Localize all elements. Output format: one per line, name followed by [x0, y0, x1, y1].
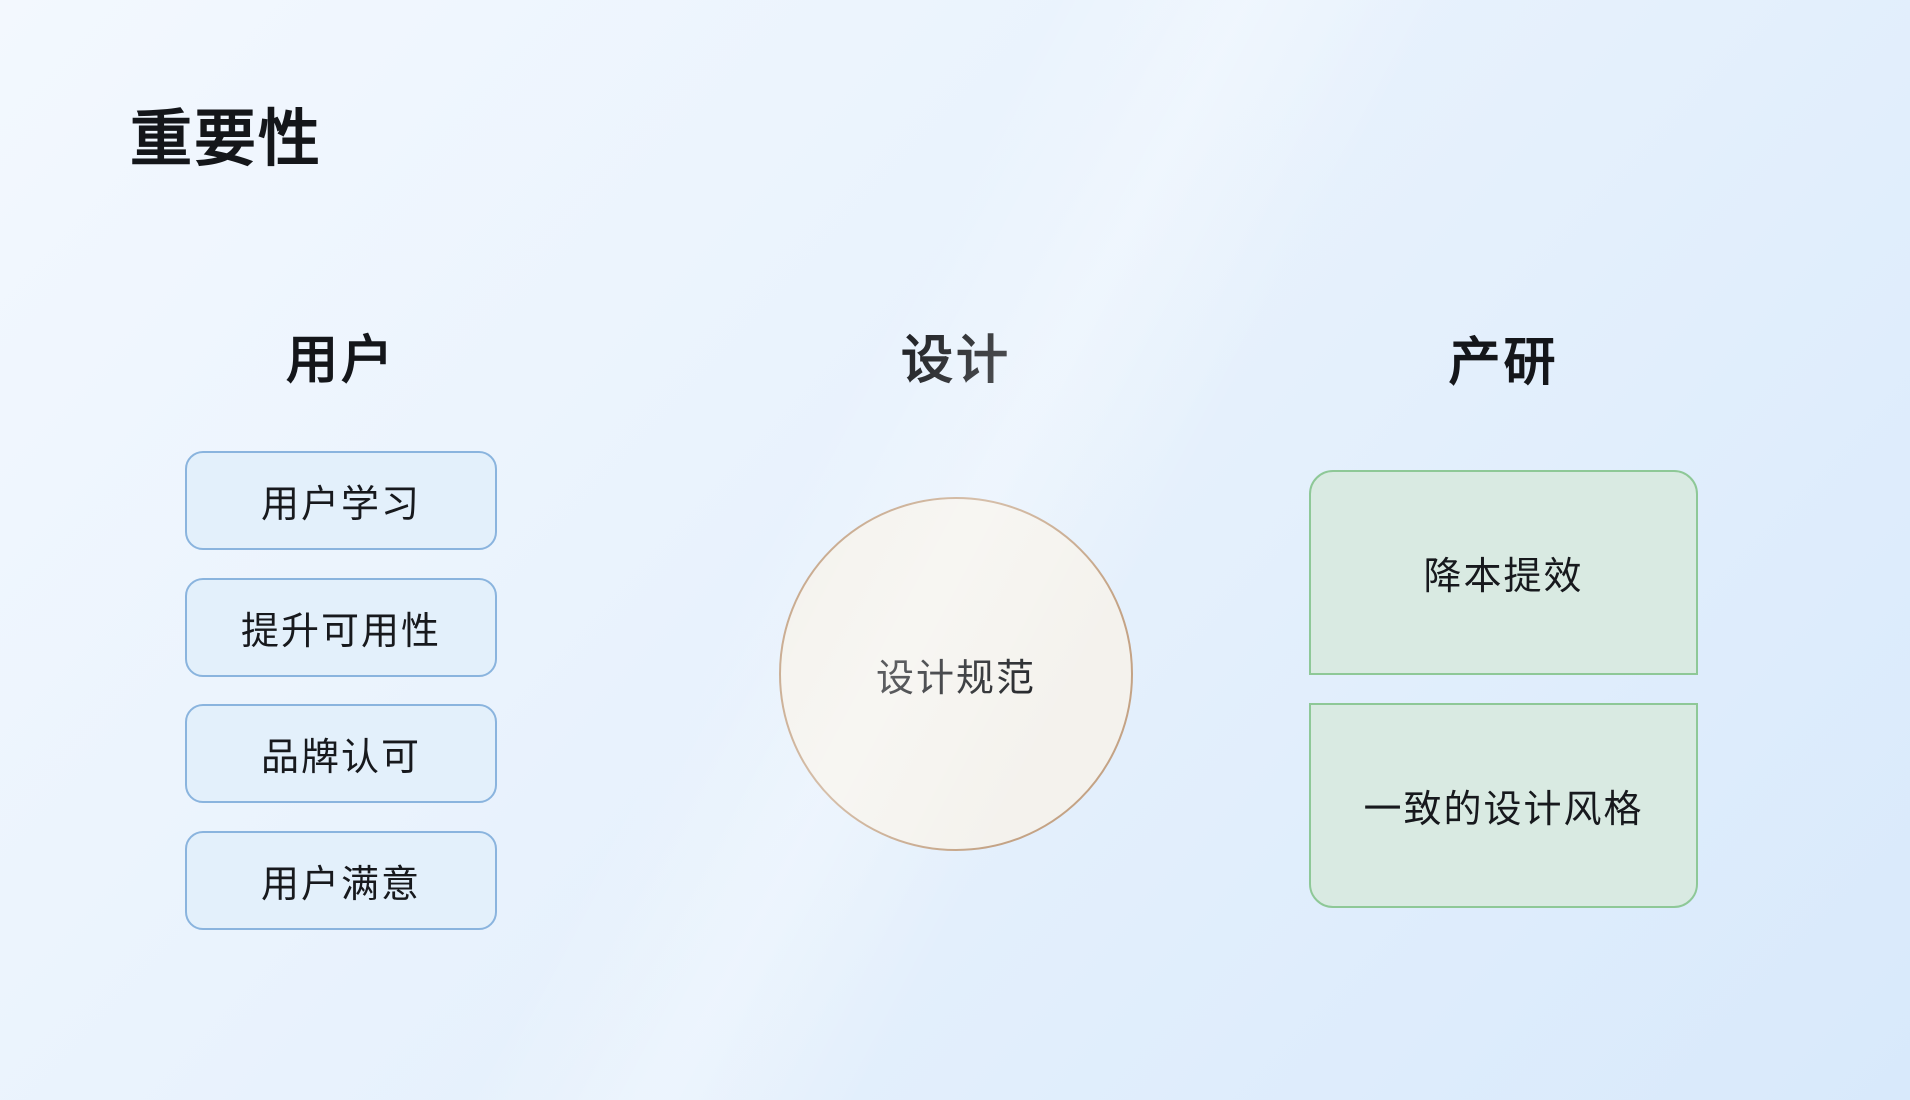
product-item-box: 一致的设计风格 [1309, 703, 1698, 908]
user-item-label: 用户满意 [260, 864, 421, 906]
user-item-box: 用户学习 [185, 451, 497, 550]
product-item-label: 一致的设计风格 [1363, 789, 1644, 831]
column-header-user: 用户 [285, 332, 396, 390]
column-header-design: 设计 [900, 332, 1011, 390]
user-item-label: 品牌认可 [260, 737, 421, 779]
product-item-box: 降本提效 [1309, 470, 1698, 675]
user-item-label: 提升可用性 [240, 611, 441, 653]
user-item-box: 用户满意 [185, 831, 497, 930]
user-item-box: 品牌认可 [185, 704, 497, 803]
column-header-product: 产研 [1448, 334, 1559, 392]
product-item-label: 降本提效 [1423, 556, 1584, 598]
user-item-label: 用户学习 [260, 484, 421, 526]
user-item-box: 提升可用性 [185, 578, 497, 677]
page-title: 重要性 [130, 105, 323, 174]
design-spec-circle: 设计规范 [779, 497, 1133, 851]
design-spec-label: 设计规范 [875, 657, 1036, 700]
